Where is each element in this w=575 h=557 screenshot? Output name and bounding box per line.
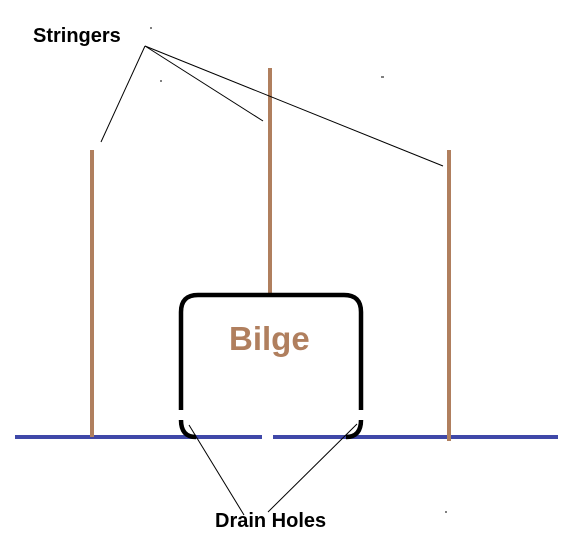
drain-holes-leader-left <box>188 424 245 516</box>
drain-holes-label: Drain Holes <box>215 510 326 532</box>
stringers-label: Stringers <box>33 25 121 47</box>
bilge-label: Bilge <box>229 320 310 357</box>
bilge-corner-bottom-right <box>345 419 364 440</box>
stringers-leader-right <box>144 45 444 167</box>
drain-holes-leader-right <box>267 423 358 513</box>
bilge-corner-bottom-left <box>178 419 197 440</box>
stringers-leader-left <box>100 45 146 143</box>
stringers-leader-center <box>144 45 264 122</box>
bilge-outline <box>178 292 364 410</box>
